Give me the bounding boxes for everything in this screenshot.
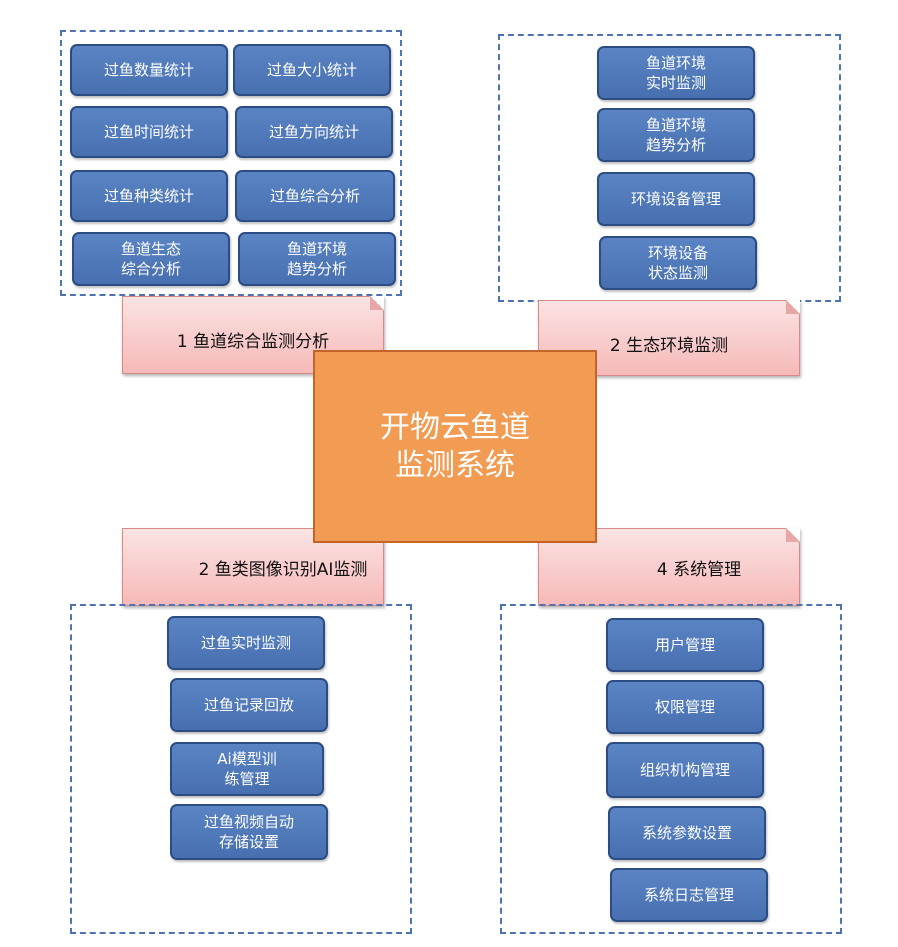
- user-management-button[interactable]: 用户管理: [606, 618, 764, 672]
- fish-record-playback-button[interactable]: 过鱼记录回放: [170, 678, 328, 732]
- system-log-management-button[interactable]: 系统日志管理: [610, 868, 768, 922]
- fishway-environment-trend-button[interactable]: 鱼道环境 趋势分析: [238, 232, 396, 286]
- fish-realtime-monitor-button[interactable]: 过鱼实时监测: [167, 616, 325, 670]
- folded-corner-icon: [370, 296, 384, 310]
- fish-direction-stats-button[interactable]: 过鱼方向统计: [235, 106, 393, 158]
- fish-species-stats-button[interactable]: 过鱼种类统计: [70, 170, 228, 222]
- ai-group-frame: [70, 604, 412, 934]
- system-group-frame: [500, 604, 842, 934]
- fish-count-stats-button[interactable]: 过鱼数量统计: [70, 44, 228, 96]
- env-device-status-button[interactable]: 环境设备 状态监测: [599, 236, 757, 290]
- center-title-line1: 开物云鱼道: [380, 409, 530, 445]
- fishway-section-title: 1 鱼道综合监测分析: [176, 331, 330, 352]
- video-auto-storage-button[interactable]: 过鱼视频自动 存储设置: [170, 804, 328, 860]
- ai-model-training-button[interactable]: Ai模型训 练管理: [170, 742, 324, 796]
- ecology-section-title: 2 生态环境监测: [609, 335, 729, 356]
- system-center-box: 开物云鱼道 监测系统: [313, 350, 597, 543]
- system-section-title: 4 系统管理: [656, 559, 742, 580]
- system-parameters-button[interactable]: 系统参数设置: [608, 806, 766, 860]
- fishway-group-frame: [60, 30, 402, 296]
- folded-corner-icon: [786, 528, 800, 542]
- fish-comprehensive-analysis-button[interactable]: 过鱼综合分析: [235, 170, 395, 222]
- fishway-ecology-analysis-button[interactable]: 鱼道生态 综合分析: [72, 232, 230, 286]
- folded-corner-icon: [786, 300, 800, 314]
- env-realtime-monitor-button[interactable]: 鱼道环境 实时监测: [597, 46, 755, 100]
- permission-management-button[interactable]: 权限管理: [606, 680, 764, 734]
- fish-size-stats-button[interactable]: 过鱼大小统计: [233, 44, 391, 96]
- organization-management-button[interactable]: 组织机构管理: [606, 742, 764, 798]
- ai-section-title: 2 鱼类图像识别AI监测: [198, 559, 368, 580]
- env-device-management-button[interactable]: 环境设备管理: [597, 172, 755, 226]
- env-trend-analysis-button[interactable]: 鱼道环境 趋势分析: [597, 108, 755, 162]
- center-title-line2: 监测系统: [395, 447, 515, 483]
- fish-time-stats-button[interactable]: 过鱼时间统计: [70, 106, 228, 158]
